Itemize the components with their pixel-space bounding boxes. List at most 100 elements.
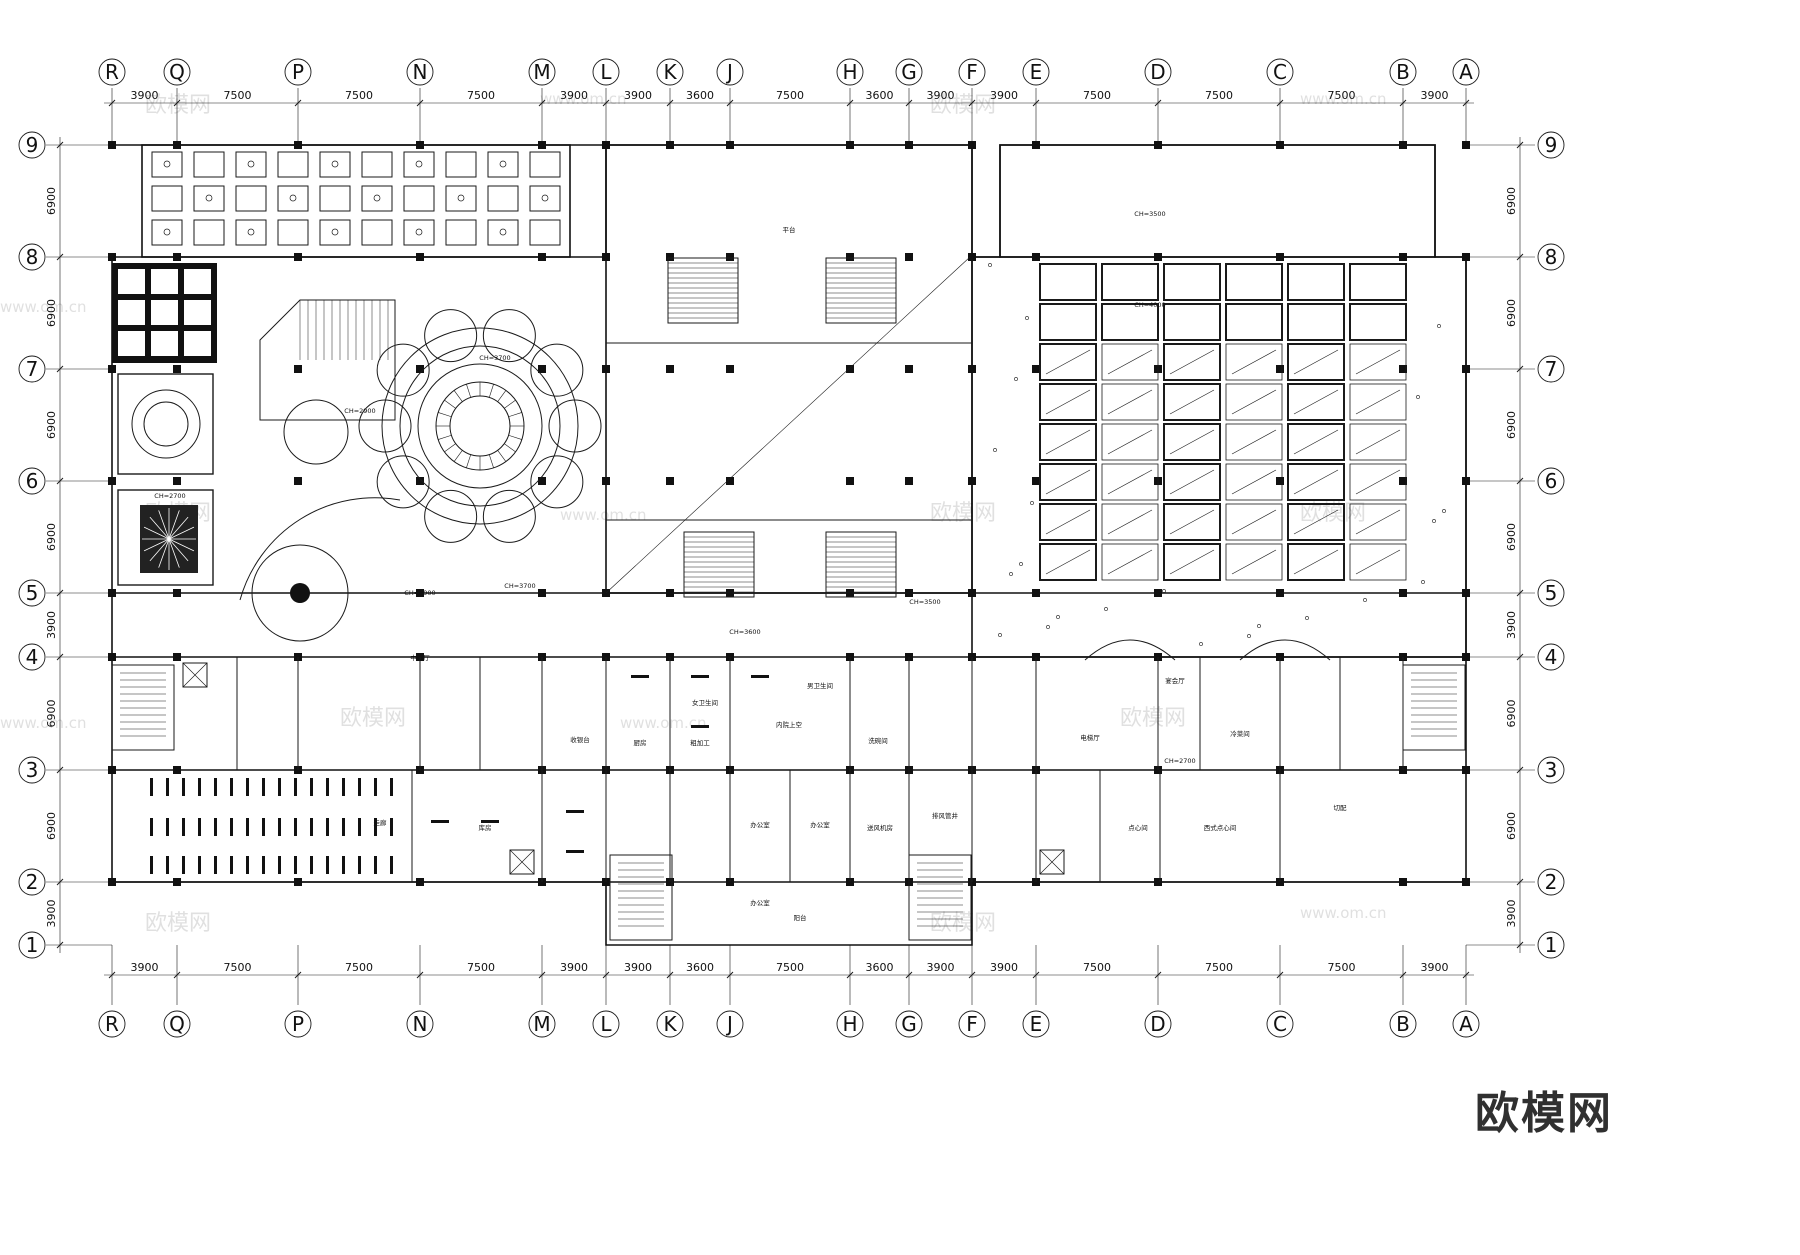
axis-bubble [18,355,46,383]
watermark-text: 欧模网 [930,501,996,526]
structural-column [1462,878,1470,886]
coffer-panel [361,151,393,178]
dome-ring [417,363,543,489]
axis-label-row: 6 [1545,469,1558,493]
dome-rib [444,399,456,409]
axis-bubble [18,579,46,607]
structural-column [416,878,424,886]
structural-column [726,477,734,485]
south-stair-2 [908,854,972,941]
dimension-tick [108,971,116,979]
elevator-shaft [1039,849,1065,875]
dimension-tick [56,941,64,949]
structural-column [1462,477,1470,485]
coffer-panel [403,219,435,246]
watermark-text: 欧模网 [340,706,406,731]
fluorescent-fixture [342,778,345,796]
grid-cell [184,300,211,325]
structural-column [173,477,181,485]
banquet-coffer [1039,503,1097,541]
coffer-panel [151,151,183,178]
room-label-office1: 办公室 [750,820,770,829]
dimension-tick [1276,971,1284,979]
dimension-tick [1516,253,1524,261]
coffer-diagonal [1045,549,1091,575]
structural-column [1032,141,1040,149]
axis-bubble [18,756,46,784]
downlight [1014,377,1018,381]
axis-label-column: E [1030,1012,1043,1036]
light-fixture [163,160,171,168]
dimension-tick [538,971,546,979]
fluorescent-fixture [342,856,345,874]
axis-label-row: 5 [1545,581,1558,605]
dimension-tick [1032,971,1040,979]
axis-label-column: K [663,1012,677,1036]
structural-column [416,253,424,261]
axis-bubble [1537,355,1565,383]
dimension-label: 3900 [624,961,652,974]
axis-label-column: M [533,1012,550,1036]
grid-cell [151,300,178,325]
watermark-url: www.om.cn [620,714,707,732]
room-label-duct: 排风管井 [932,811,959,820]
banquet-coffer [1225,503,1283,541]
structural-column [666,477,674,485]
dimension-tick [56,653,64,661]
stage-arch [1084,639,1176,661]
coffer-panel [529,151,561,178]
axis-label-row: 4 [1545,645,1558,669]
banquet-coffer [1163,503,1221,541]
axis-bubble [1537,756,1565,784]
light-fixture [373,194,381,202]
room-label-fanroom: 送风机房 [867,823,893,832]
watermark-url: www.om.cn [1300,90,1387,108]
coffer-diagonal [1107,509,1153,535]
axis-bubble [284,1010,312,1038]
dimension-label: 3600 [866,961,894,974]
ceiling-height-note: CH=3700 [479,354,510,362]
dome-rib [504,443,516,453]
axis-label-column: G [901,1012,917,1036]
structural-column [1032,365,1040,373]
axis-label-row: 3 [26,758,39,782]
axis-label-column: F [966,1012,978,1036]
ceiling-height-note: CH=2700 [154,492,185,500]
fluorescent-fixture [246,818,249,836]
fluorescent-fixture [278,778,281,796]
fluorescent-fixture [214,818,217,836]
dimension-tick [294,971,302,979]
axis-bubble [18,931,46,959]
watermark-url: www.om.cn [560,506,647,524]
dome-rib [466,454,472,468]
light-fixture [499,160,507,168]
room-label-platform: 平台 [783,225,796,234]
banquet-coffer [1039,263,1097,301]
dimension-label: 7500 [776,961,804,974]
axis-label-column: N [413,60,428,84]
banquet-coffer [1163,343,1221,381]
axis-label-row: 2 [26,870,39,894]
structural-column [968,141,976,149]
structural-column [108,477,116,485]
dimension-tick [1399,971,1407,979]
fluorescent-fixture [182,818,185,836]
room-label-balcony: 阳台 [794,913,807,922]
dome-ring [381,327,579,525]
axis-bubble [163,1010,191,1038]
banquet-coffer [1163,463,1221,501]
ceiling-height-note: CH=4000 [1134,301,1165,309]
central-court-wall [605,144,973,594]
south-dome [251,544,349,642]
axis-label-column: A [1459,1012,1473,1036]
coffer-diagonal [1169,389,1215,415]
dimension-label: 6900 [45,187,58,215]
axis-label-column: J [725,1012,733,1036]
axis-bubble [18,868,46,896]
west-stair [111,664,175,751]
dimension-tick [1399,99,1407,107]
axis-label-column: B [1396,1012,1410,1036]
watermark-text: 欧模网 [145,911,211,936]
fluorescent-fixture [294,778,297,796]
dimension-tick [726,99,734,107]
